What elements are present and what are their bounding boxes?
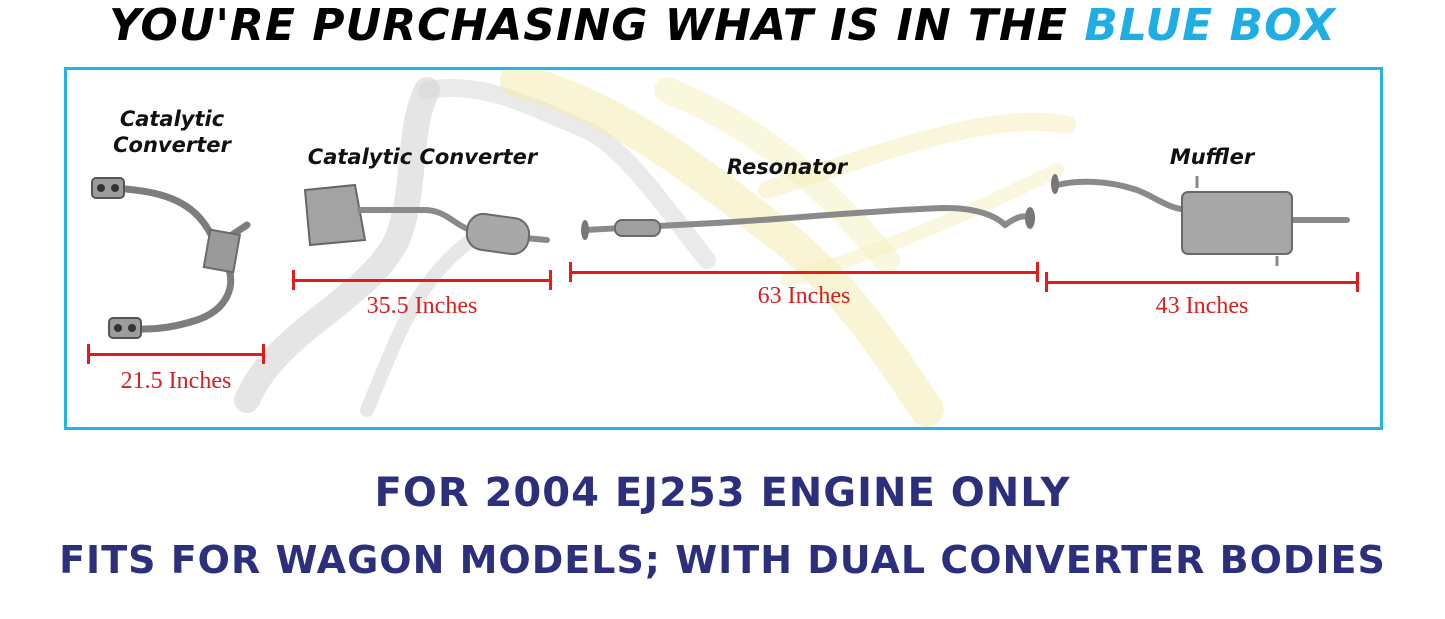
measurement-bar-part-4 — [1045, 272, 1359, 292]
measurement-label-part-2: 35.5 Inches — [366, 293, 478, 319]
measurement-bar-part-2 — [292, 270, 552, 290]
headline-main-text: YOU'RE PURCHASING WHAT IS IN THE — [109, 0, 1068, 51]
catalytic-converter-image — [303, 183, 550, 256]
footer-line-fitment: FITS FOR WAGON MODELS; WITH DUAL CONVERT… — [59, 538, 1386, 582]
page-headline: YOU'RE PURCHASING WHAT IS IN THE BLUE BO… — [0, 0, 1445, 56]
measurement-bar-part-1 — [87, 344, 265, 364]
part-label-line: Catalytic — [119, 107, 225, 131]
part-label-muffler: Muffler — [1169, 145, 1255, 169]
part-label-line: Converter — [113, 133, 231, 157]
part-label-catalytic-converter: Catalytic Converter — [307, 145, 538, 169]
measurement-label-part-3: 63 Inches — [757, 283, 851, 309]
blue-box-frame: Catalytic Converter 21.5 Inches Catalyti… — [64, 67, 1383, 430]
headline-accent-text: BLUE BOX — [1084, 0, 1336, 51]
part-label-catalytic-converter-front: Catalytic Converter — [102, 106, 242, 158]
measurement-label-part-4: 43 Inches — [1155, 293, 1249, 319]
part-label-resonator: Resonator — [726, 155, 848, 179]
measurement-bar-part-3 — [569, 262, 1039, 282]
measurement-label-part-1: 21.5 Inches — [120, 368, 232, 394]
front-y-pipe-converter-image — [91, 177, 251, 339]
muffler-image — [1051, 174, 1350, 266]
footer-line-engine: FOR 2004 EJ253 ENGINE ONLY — [374, 470, 1071, 516]
resonator-pipe-image — [581, 204, 1035, 240]
